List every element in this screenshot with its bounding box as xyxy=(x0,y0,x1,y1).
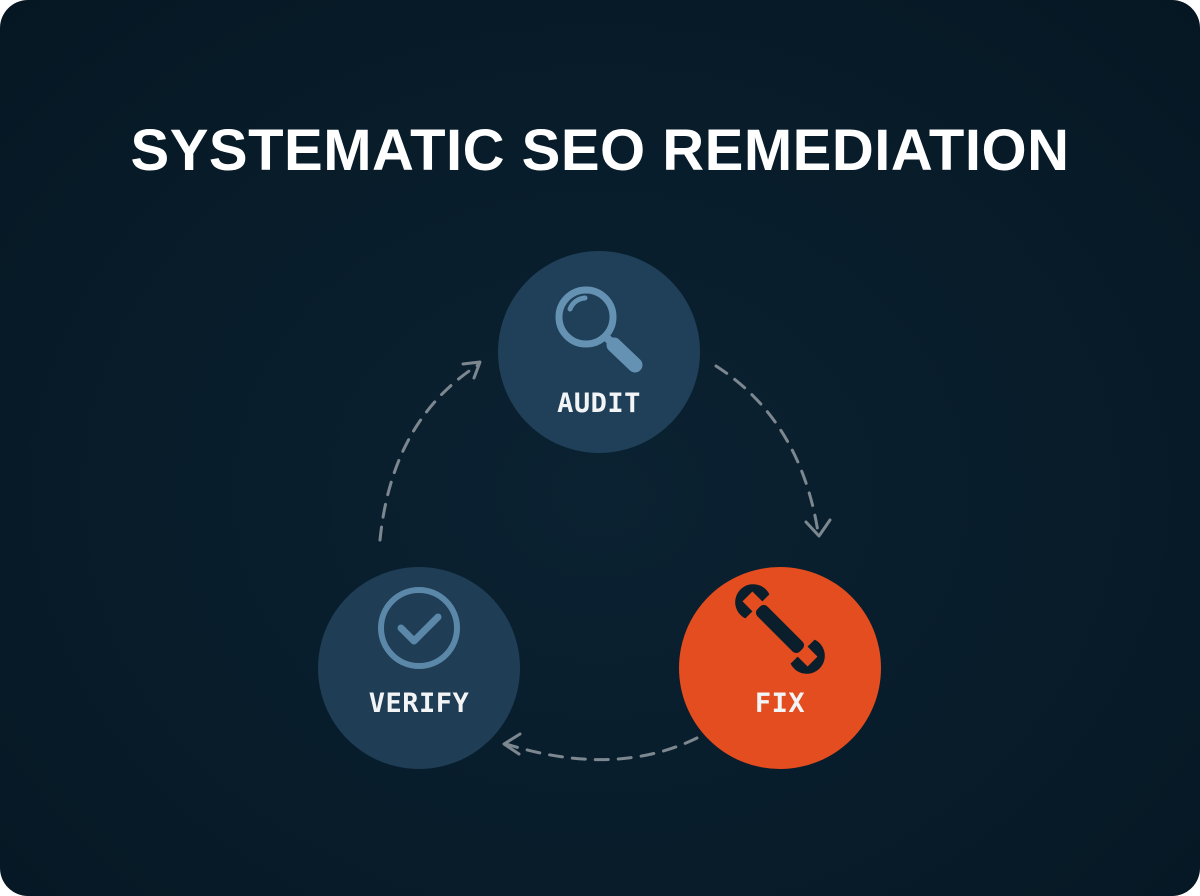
arrowhead-audit-to-fix xyxy=(804,518,832,538)
fix-node: FIX xyxy=(679,567,881,769)
verify-label: VERIFY xyxy=(368,688,470,719)
arrow-fix-to-verify xyxy=(504,736,699,762)
magnifier-icon xyxy=(555,286,643,373)
wrench-icon xyxy=(735,584,825,674)
arrowhead-verify-to-audit xyxy=(461,360,482,380)
audit-node: AUDIT xyxy=(498,251,700,453)
verify-node: VERIFY xyxy=(318,567,520,769)
arrow-verify-to-audit xyxy=(378,363,480,542)
arrowhead-fix-to-verify xyxy=(502,732,522,756)
fix-label: FIX xyxy=(754,688,806,719)
audit-label: AUDIT xyxy=(557,388,641,419)
diagram-title: SYSTEMATIC SEO REMEDIATION xyxy=(130,118,1070,183)
check-circle-icon xyxy=(378,587,460,669)
arrow-audit-to-fix xyxy=(714,364,820,534)
